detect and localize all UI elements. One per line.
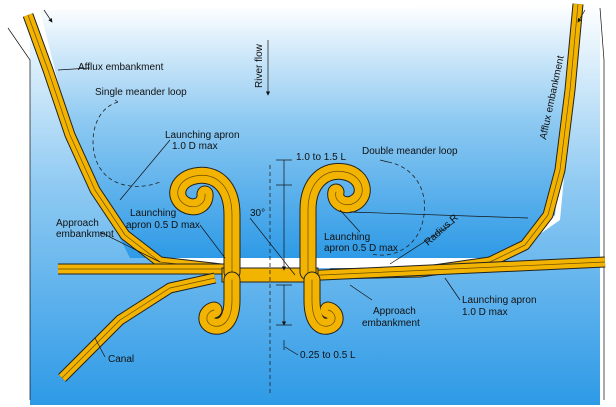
label-river-flow: River flow bbox=[254, 43, 265, 88]
label-approach-right-2: embankment bbox=[362, 318, 420, 329]
label-angle: 30° bbox=[250, 208, 265, 219]
leader-afflux-left bbox=[57, 67, 91, 71]
left-top-arrow bbox=[43, 9, 53, 23]
right-downstream-bund bbox=[303, 271, 344, 335]
double-meander-loop bbox=[371, 161, 425, 256]
label-approach-right-1: Approach bbox=[373, 306, 416, 317]
label-double-meander: Double meander loop bbox=[362, 146, 458, 157]
label-approach-left-2: embankment bbox=[56, 229, 114, 240]
left-bank-line bbox=[7, 27, 31, 400]
label-dim-top: 1.0 to 1.5 L bbox=[296, 152, 346, 163]
right-guide-bund bbox=[299, 162, 371, 281]
leader-dim-bottom bbox=[284, 346, 299, 356]
label-launching-right-2: apron 0.5 D max bbox=[324, 243, 398, 254]
radius-line bbox=[349, 211, 529, 219]
right-bank-line bbox=[599, 7, 605, 400]
leader-launching-right bbox=[339, 209, 361, 233]
leader-launching-left bbox=[199, 224, 226, 259]
label-launching-top-1: Launching apron bbox=[165, 130, 240, 141]
river-water bbox=[30, 5, 600, 405]
leader-double-meander bbox=[379, 159, 389, 163]
label-dim-bottom: 0.25 to 0.5 L bbox=[300, 350, 356, 361]
label-afflux-left: Afflux embankment bbox=[78, 62, 164, 73]
label-single-meander: Single meander loop bbox=[95, 87, 187, 98]
left-guide-bund bbox=[169, 166, 241, 281]
label-launching-left-1: Launching bbox=[130, 208, 176, 219]
label-launching-left-2: apron 0.5 D max bbox=[126, 220, 200, 231]
label-launching-top-2: 1.0 D max bbox=[172, 141, 218, 152]
label-launching-right-1: Launching bbox=[324, 232, 370, 243]
leader-single-meander bbox=[114, 99, 119, 103]
leader-launching-top bbox=[119, 139, 171, 201]
right-top-arrow bbox=[577, 9, 586, 23]
leader-canal bbox=[94, 337, 106, 358]
leader-approach-left bbox=[99, 231, 161, 263]
canal bbox=[58, 272, 217, 382]
label-launching-bottom-1: Launching apron bbox=[462, 295, 537, 306]
leader-launching-bottom bbox=[444, 277, 461, 301]
approach-embankment bbox=[58, 256, 606, 282]
radius-line-2 bbox=[389, 221, 456, 265]
leader-approach-right bbox=[349, 284, 373, 301]
single-meander-loop bbox=[92, 101, 161, 187]
label-canal: Canal bbox=[108, 354, 134, 365]
left-downstream-bund bbox=[198, 271, 241, 335]
label-approach-left-1: Approach bbox=[56, 218, 99, 229]
angle-line bbox=[249, 217, 296, 276]
label-launching-bottom-2: 1.0 D max bbox=[462, 307, 508, 318]
